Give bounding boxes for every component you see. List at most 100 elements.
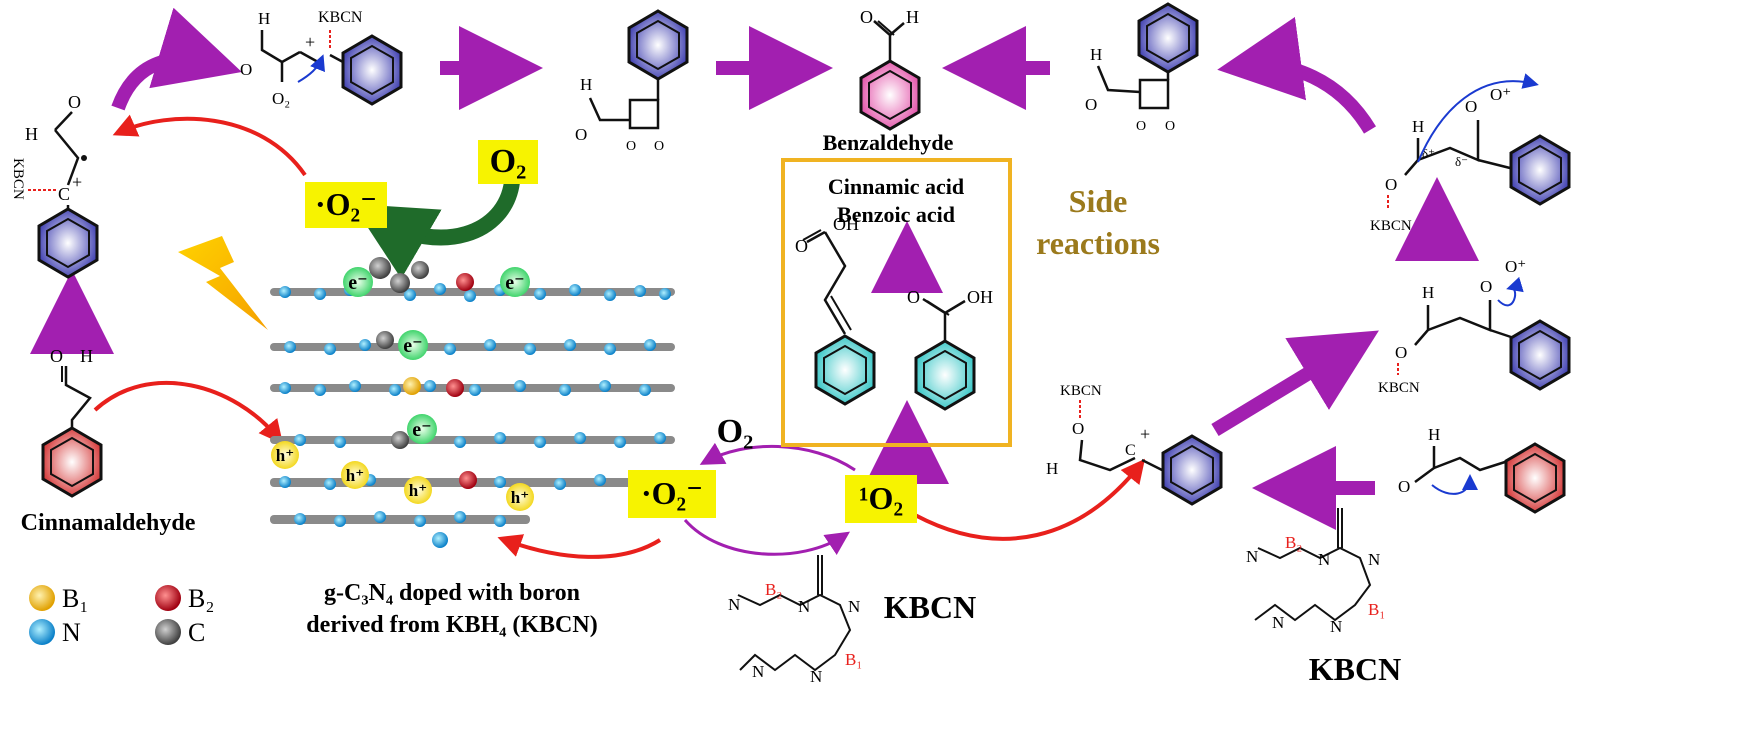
hole-3: h⁺ (404, 476, 432, 504)
catalyst-caption-line-1: g-C₃N₄ doped with boron (324, 580, 580, 606)
svg-text:C: C (188, 618, 205, 647)
svg-text:N: N (810, 667, 822, 686)
svg-text:e⁻: e⁻ (412, 419, 431, 441)
cinnamaldehyde-right: H O (1398, 425, 1566, 514)
svg-text:H: H (1422, 283, 1434, 302)
lightning-bolt-icon (178, 236, 268, 330)
svg-text:N: N (62, 618, 81, 647)
svg-text:·O₂⁻: ·O₂⁻ (315, 186, 377, 222)
svg-text:O: O (50, 346, 63, 366)
side-reactions-label-1: Side (1069, 183, 1128, 219)
dioxetane-intermediate-2: H O O O (1085, 2, 1199, 134)
svg-text:O: O (654, 139, 664, 154)
svg-text:O: O (1165, 119, 1175, 134)
intermediate-peroxy-cation: H O O₂ + (240, 9, 403, 108)
hole-1: h⁺ (271, 441, 299, 469)
electron-4: e⁻ (407, 414, 437, 444)
species-o2-mid: O₂ (717, 413, 754, 450)
svg-text:KBCN: KBCN (1060, 383, 1102, 399)
dioxetane-intermediate-1: H O O O (575, 9, 689, 154)
atom-legend: B₁ B₂ N C (29, 584, 214, 647)
legend-b1: B₁ (29, 584, 88, 613)
svg-text:h⁺: h⁺ (346, 466, 364, 485)
flow-arrows (30, 7, 1479, 530)
svg-text:e⁻: e⁻ (505, 272, 524, 294)
svg-text:O: O (1385, 175, 1397, 194)
svg-text:H: H (1412, 117, 1424, 136)
kbcn-label-middle-right: KBCN (1378, 380, 1420, 396)
legend-n: N (29, 618, 81, 647)
svg-text:δ⁻: δ⁻ (1455, 154, 1468, 169)
species-o2-top: O₂ (478, 140, 538, 184)
side-reactions-box: Cinnamic acid Benzoic acid O OH O OH (781, 158, 1012, 447)
svg-text:N: N (848, 597, 860, 616)
svg-text:+: + (1140, 424, 1150, 444)
svg-text:B₂: B₂ (765, 580, 782, 599)
green-arrow-o2-reduction (352, 180, 520, 279)
svg-text:OH: OH (833, 214, 859, 234)
layer-2 (270, 331, 675, 356)
svg-text:B₁: B₁ (62, 584, 88, 613)
svg-text:H: H (258, 9, 270, 28)
svg-text:H: H (580, 75, 592, 94)
layer-5 (270, 471, 675, 490)
svg-text:N: N (752, 662, 764, 681)
arrow-top-curve-right (1217, 16, 1377, 134)
catalyst-layers (270, 257, 675, 548)
red-arrows (93, 114, 1146, 559)
cycle-arrow-bottom (683, 519, 850, 556)
svg-text:B₂: B₂ (1285, 533, 1302, 552)
hole-2: h⁺ (341, 461, 369, 489)
svg-text:N: N (798, 597, 810, 616)
layer-3 (270, 377, 675, 397)
svg-text:e⁻: e⁻ (403, 335, 422, 357)
svg-text:h⁺: h⁺ (276, 446, 294, 465)
svg-text:N: N (1318, 550, 1330, 569)
intermediate-carbocation-center: KBCN O H C + (1046, 383, 1223, 506)
svg-text:B₂: B₂ (188, 584, 214, 613)
svg-text:O: O (1480, 277, 1492, 296)
svg-text:+: + (305, 32, 315, 52)
svg-text:O: O (1136, 119, 1146, 134)
svg-text:C: C (58, 184, 70, 204)
svg-text:N: N (728, 595, 740, 614)
svg-text:h⁺: h⁺ (409, 481, 427, 500)
svg-text:O: O (1465, 97, 1477, 116)
oxygen-cycle-arrows (683, 442, 856, 556)
svg-text:O⁺: O⁺ (1505, 257, 1526, 276)
intermediate-carbocation-left: O H C + (25, 92, 99, 279)
svg-text:O: O (68, 92, 81, 112)
kbcn-label-top: KBCN (318, 9, 363, 26)
svg-text:O: O (907, 287, 920, 307)
red-arrow-cinnamaldehyde (93, 380, 284, 445)
svg-text:N: N (1368, 550, 1380, 569)
legend-c: C (155, 618, 205, 647)
kbcn-label-left-vertical: KBCN (10, 158, 26, 200)
benzaldehyde-structure: O H (859, 7, 921, 131)
svg-text:O: O (1395, 343, 1407, 362)
svg-text:O: O (1072, 419, 1084, 438)
svg-text:H: H (906, 7, 919, 27)
svg-text:H: H (1090, 45, 1102, 64)
svg-text:N: N (1272, 613, 1284, 632)
red-arrow-singlet (914, 458, 1146, 541)
svg-text:O: O (575, 125, 587, 144)
svg-text:O: O (1085, 95, 1097, 114)
kbcn-label-center: KBCN (884, 589, 976, 625)
holes: h⁺ h⁺ h⁺ h⁺ (271, 441, 534, 511)
cycle-arrow-top (699, 442, 856, 472)
svg-text:+: + (72, 172, 82, 192)
layer-4 (270, 431, 675, 449)
benzaldehyde-label: Benzaldehyde (823, 130, 954, 155)
kbcn-structure-right: N B₂ N N N N B₁ (1246, 508, 1385, 636)
benzoic-acid-structure: O OH (907, 287, 993, 411)
svg-text:B₁: B₁ (1368, 600, 1385, 619)
species-superoxide-top: ·O₂⁻ (305, 182, 387, 228)
svg-text:H: H (1428, 425, 1440, 444)
electrons: e⁻ e⁻ e⁻ e⁻ (343, 267, 530, 444)
svg-text:h⁺: h⁺ (511, 488, 529, 507)
svg-text:O: O (240, 60, 252, 79)
svg-text:¹O₂: ¹O₂ (859, 480, 903, 516)
svg-text:N: N (1330, 617, 1342, 636)
electron-3: e⁻ (398, 330, 428, 360)
